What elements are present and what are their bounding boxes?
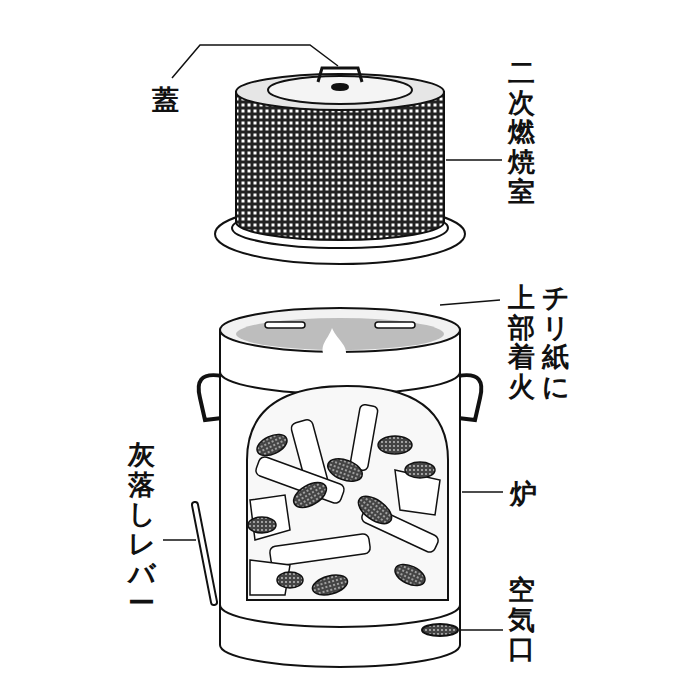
- part-label: チリ紙に: [542, 283, 569, 402]
- part-label: 炉: [510, 476, 537, 512]
- part-label: 灰落しレバー: [128, 440, 155, 618]
- part-label: 二次燃焼室: [508, 58, 535, 206]
- leader-lines: [163, 45, 503, 630]
- part-label: 蓋: [152, 82, 179, 118]
- furnace: [195, 308, 481, 667]
- part-label: 上部着火: [508, 283, 535, 402]
- part-label: 空気口: [508, 575, 535, 664]
- secondary-chamber: [215, 68, 465, 264]
